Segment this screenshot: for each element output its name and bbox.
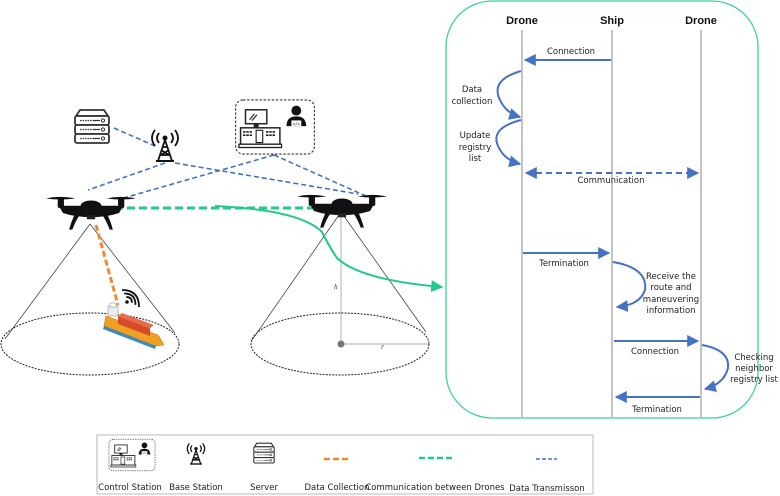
data-transmission-lines [87,127,367,200]
tower-to-drone2-link [174,162,359,195]
self-label-update-registry-line-3: list [469,154,482,164]
self-message-receive-route [612,261,647,313]
legend-label-base-station: Base Station [169,483,223,493]
data-collection-link [94,224,120,306]
message-label-termination-1: Termination [538,259,589,269]
legend-control-station-icon [108,438,156,472]
coverage-area-right [250,312,430,376]
self-label-checking-neighbor-line-2: neighbor [735,364,773,374]
ship-icon [103,302,165,349]
base-station-icon [150,128,180,163]
lifeline-header-ship: Ship [600,15,624,27]
self-label-update-registry-line-1: Update [460,131,491,141]
self-message-checking-neighbor [701,344,730,393]
message-label-communication: Communication [578,176,645,186]
station-to-drone1-link [119,154,275,200]
self-label-data-collection-line-1: Data [462,85,482,95]
legend-label-drone-comm: Communication between Drones [365,483,505,493]
self-message-data-collection [496,70,522,120]
self-label-receive-route-line-4: information [646,306,695,316]
legend: Control Station Base Station Server Data… [96,434,594,495]
server-icon [74,109,110,144]
message-label-connection-1: Connection [547,47,595,57]
sequence-panel-border [445,0,759,419]
coverage-cone-left [0,223,180,376]
legend-label-data-collection: Data Collection [304,483,369,493]
self-label-receive-route-line-3: maneuvering [643,295,699,305]
lifeline-header-drone-1: Drone [506,15,538,27]
coverage-area-left [0,312,180,376]
station-to-drone2-link [273,154,367,197]
self-label-data-collection-line-2: collection [452,97,493,107]
zoom-in-arrow [214,205,444,293]
lifeline-header-drone-2: Drone [685,15,717,27]
drone-icon-right [297,194,387,228]
tower-to-drone1-link [87,162,166,191]
legend-label-data-transmission: Data Transmisson [509,484,585,494]
legend-label-server: Server [250,483,278,493]
self-label-checking-neighbor-line-1: Checking [734,353,773,363]
height-label: h [334,284,338,291]
self-label-checking-neighbor-line-3: registry list [730,375,778,385]
message-label-connection-2: Connection [631,347,679,357]
coverage-cone-right: h r [250,211,430,376]
radius-label: r [381,344,385,351]
self-label-receive-route-line-1: Receive the [646,272,696,282]
control-station-icon [234,99,316,155]
self-message-update-registry [495,119,522,168]
self-label-receive-route-line-2: route and [650,283,691,293]
self-label-update-registry-line-2: registry [459,143,492,153]
server-to-tower-link [113,127,156,147]
legend-label-control-station: Control Station [98,483,162,493]
network-scene: h r [0,99,444,376]
cone-center-point [337,340,345,348]
sequence-diagram-panel: Drone Ship Drone Connection Data [445,0,779,419]
message-label-termination-2: Termination [631,405,682,415]
legend-box [96,434,594,495]
wifi-icon [122,289,140,307]
